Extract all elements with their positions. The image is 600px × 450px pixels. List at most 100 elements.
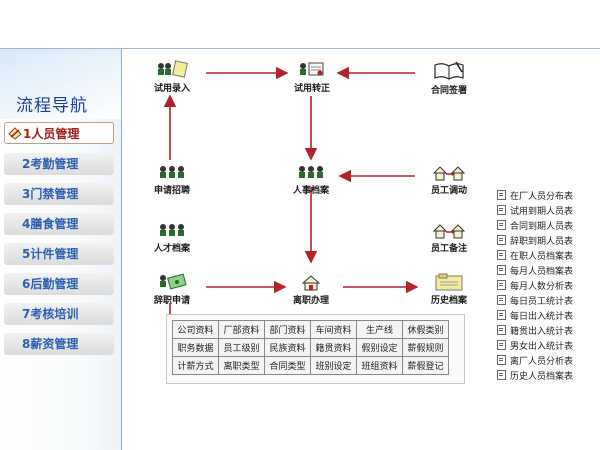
document-icon: [497, 265, 506, 275]
report-link[interactable]: 在职人员档案表: [497, 250, 573, 265]
group-people-icon: [160, 166, 184, 178]
nav-item-assessment-training[interactable]: 7考核培训: [4, 303, 114, 325]
table-cell-pay-method[interactable]: 计薪方式: [172, 356, 219, 375]
node-label: 合同签署: [430, 86, 467, 96]
document-icon: [497, 340, 506, 350]
nav-item-label: 3门禁管理: [22, 187, 79, 201]
table-cell-pay-leave-register[interactable]: 薪假登记: [402, 356, 449, 375]
table-cell-staff-level[interactable]: 员工级别: [218, 338, 265, 357]
table-cell-team-data[interactable]: 班组资料: [356, 356, 403, 375]
nav-item-label: 4膳食管理: [22, 217, 79, 231]
pencil-edit-icon: [8, 127, 22, 140]
node-talent-file[interactable]: 人才档案: [147, 222, 197, 254]
node-label: 历史档案: [430, 296, 467, 306]
node-resign-apply[interactable]: 辞职申请: [147, 272, 197, 306]
report-link[interactable]: 辞职到期人员表: [497, 235, 573, 250]
document-icon: [497, 280, 506, 290]
table-row: 职务数据 员工级别 民族资料 籍贯资料 假别设定 薪假规则: [172, 338, 449, 357]
node-contract-sign[interactable]: 合同签署: [424, 60, 474, 96]
report-link[interactable]: 离厂人员分析表: [497, 355, 573, 370]
people-document-icon: [158, 60, 188, 78]
document-icon: [497, 310, 506, 320]
node-staff-transfer[interactable]: 员工调动: [424, 164, 474, 196]
nav-item-label: 6后勤管理: [22, 277, 79, 291]
node-label: 人才档案: [153, 244, 190, 254]
table-cell-factory[interactable]: 厂部资料: [218, 320, 265, 339]
report-link[interactable]: 每日出入统计表: [497, 310, 573, 325]
table-cell-resign-type[interactable]: 离职类型: [218, 356, 265, 375]
node-trial-confirm[interactable]: 试用转正: [287, 60, 337, 94]
report-label: 试用到期人员表: [510, 207, 574, 217]
report-label: 每日员工统计表: [510, 297, 574, 307]
node-personnel-file[interactable]: 人事档案: [286, 164, 336, 196]
report-link[interactable]: 每日员工统计表: [497, 295, 573, 310]
people-stamp-icon: [300, 62, 324, 76]
table-cell-native-place[interactable]: 籍贯资料: [310, 338, 357, 357]
report-link[interactable]: 试用到期人员表: [497, 205, 573, 220]
table-cell-position[interactable]: 职务数据: [172, 338, 219, 357]
node-history-file[interactable]: 历史档案: [424, 272, 474, 306]
report-label: 离厂人员分析表: [510, 357, 574, 367]
node-label: 员工调动: [430, 186, 467, 196]
nav-item-payroll[interactable]: 8薪资管理: [4, 333, 114, 355]
table-row: 计薪方式 离职类型 合同类型 班别设定 班组资料 薪假登记: [172, 356, 449, 375]
nav-item-meals[interactable]: 4膳食管理: [4, 213, 114, 235]
table-cell-company[interactable]: 公司资料: [172, 320, 219, 339]
nav-item-label: 1人员管理: [23, 127, 80, 141]
top-divider: [0, 48, 600, 49]
document-icon: [497, 250, 506, 260]
table-cell-contract-type[interactable]: 合同类型: [264, 356, 311, 375]
node-label: 试用录入: [153, 84, 190, 94]
nav-item-piecework[interactable]: 5计件管理: [4, 243, 114, 265]
house-icon: [301, 275, 321, 291]
document-icon: [497, 370, 506, 380]
house-transfer-icon: [432, 224, 466, 239]
report-label: 每月人员档案表: [510, 267, 574, 277]
report-label: 每日出入统计表: [510, 312, 574, 322]
report-link[interactable]: 每月人员档案表: [497, 265, 573, 280]
report-label: 合同到期人员表: [510, 222, 574, 232]
document-icon: [497, 325, 506, 335]
file-cabinet-icon: [435, 273, 463, 291]
table-cell-shift-setting[interactable]: 班别设定: [310, 356, 357, 375]
report-link[interactable]: 男女出入统计表: [497, 340, 573, 355]
document-icon: [497, 205, 506, 215]
table-cell-workshop[interactable]: 车间资料: [310, 320, 357, 339]
document-icon: [497, 235, 506, 245]
nav-item-logistics[interactable]: 6后勤管理: [4, 273, 114, 295]
table-cell-pay-leave-rule[interactable]: 薪假规则: [402, 338, 449, 357]
table-cell-ethnicity[interactable]: 民族资料: [264, 338, 311, 357]
node-staff-backup[interactable]: 员工备注: [424, 222, 474, 254]
nav-item-personnel[interactable]: 1人员管理: [4, 122, 114, 144]
table-cell-department[interactable]: 部门资料: [264, 320, 311, 339]
report-link[interactable]: 合同到期人员表: [497, 220, 573, 235]
node-trial-entry[interactable]: 试用录入: [147, 60, 197, 94]
report-label: 籍贯出入统计表: [510, 327, 574, 337]
report-label: 在厂人员分布表: [510, 192, 574, 202]
nav-item-label: 7考核培训: [22, 307, 79, 321]
document-icon: [497, 190, 506, 200]
report-link[interactable]: 历史人员档案表: [497, 370, 573, 385]
node-label: 员工备注: [430, 244, 467, 254]
open-book-icon: [434, 61, 464, 80]
report-link[interactable]: 每月人数分析表: [497, 280, 573, 295]
nav-item-attendance[interactable]: 2考勤管理: [4, 153, 114, 175]
node-label: 离职办理: [292, 296, 329, 306]
sidebar-header: 流程导航: [0, 49, 121, 119]
node-label: 辞职申请: [153, 296, 190, 306]
nav-item-label: 2考勤管理: [22, 157, 79, 171]
document-icon: [497, 355, 506, 365]
node-apply-recruit[interactable]: 申请招聘: [147, 164, 197, 196]
node-resign-process[interactable]: 离职办理: [286, 274, 336, 306]
report-link[interactable]: 在厂人员分布表: [497, 190, 573, 205]
table-cell-leave-setting[interactable]: 假别设定: [356, 338, 403, 357]
report-link[interactable]: 籍贯出入统计表: [497, 325, 573, 340]
nav-item-access-control[interactable]: 3门禁管理: [4, 183, 114, 205]
node-label: 申请招聘: [153, 186, 190, 196]
house-transfer-icon: [432, 166, 466, 181]
table-row: 公司资料 厂部资料 部门资料 车间资料 生产线 休假类别: [172, 320, 449, 339]
report-label: 辞职到期人员表: [510, 237, 574, 247]
nav-item-label: 8薪资管理: [22, 337, 79, 351]
table-cell-production-line[interactable]: 生产线: [356, 320, 403, 339]
table-cell-leave-type[interactable]: 休假类别: [402, 320, 449, 339]
